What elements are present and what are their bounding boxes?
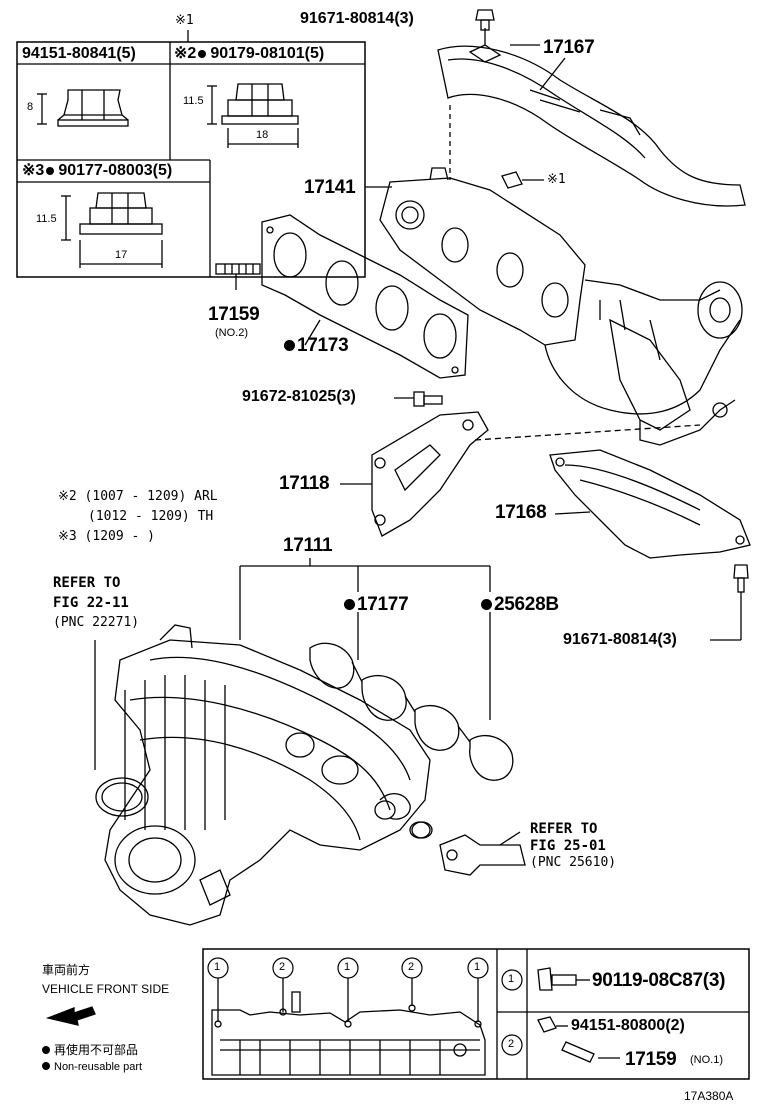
ref1-line-2: FIG 22-11 [53,595,129,611]
leader-17111 [239,558,491,720]
table-part-94151-80800: 94151-80800(2) [571,1017,685,1034]
box3-header: ※3 90177-08003(5) [22,163,172,179]
bolt-position-markers [207,957,523,1056]
non-reusable-icon [284,340,295,351]
front-arrow-icon [45,1006,96,1026]
box2-dim-height: 11.5 [183,95,204,107]
label-17159-note: (NO.2) [215,327,248,339]
label-17173-text: 17173 [297,335,349,356]
intake-manifold-17111-drawing [104,624,431,926]
label-17173: 17173 [284,335,349,356]
stud-icon-17159-no2 [215,263,261,290]
label-17177: 17177 [344,594,409,615]
non-reusable-icon [481,599,492,610]
legend-front-en: VEHICLE FRONT SIDE [42,982,170,996]
label-17159: 17159 [208,304,260,325]
position-marker-4: 2 [408,961,415,973]
label-mark1-nut: ※1 [547,172,566,187]
box2-part-number: 90179-08101(5) [210,45,325,62]
row-key-2: 2 [508,1038,515,1050]
non-reusable-icon [46,167,55,175]
figure-id: 17A380A [684,1089,734,1103]
bolt-icon-bottom-right [710,564,749,641]
box1-dim-height: 8 [27,101,34,113]
label-17168: 17168 [495,502,547,523]
bolt-icon-top [475,9,495,31]
ref1-line-1: REFER TO [53,575,121,591]
legend-nonreuse-jp: 再使用不可部品 [42,1044,138,1056]
label-17177-text: 17177 [357,594,409,615]
leader-17173 [304,319,321,346]
position-marker-2: 2 [279,961,286,973]
mark-1-top: ※1 [175,13,194,28]
label-91671-bottom: 91671-80814(3) [563,631,677,648]
label-91672: 91672-81025(3) [242,388,356,405]
nut-icon-90179-08101 [207,83,299,148]
box3-part-number: 90177-08003(5) [58,162,173,179]
label-25628b-text: 25628B [494,594,559,615]
gasket-17173-drawing [261,214,469,379]
note-line-2: (1012 - 1209) TH [88,509,214,524]
non-reusable-icon [344,599,355,610]
box2-header: ※2 90179-08101(5) [174,46,324,62]
box3-dim-width: 17 [115,249,128,261]
bracket-17118-drawing [340,411,489,537]
non-reusable-icon [198,50,207,58]
label-17141: 17141 [304,177,356,198]
label-25628b: 25628B [481,595,559,614]
box3-dim-height: 11.5 [36,213,57,225]
position-marker-1: 1 [214,961,221,973]
nut-icon-94151-80841 [37,89,129,127]
label-17111: 17111 [283,535,333,556]
label-leaders [365,44,566,188]
egr-pipe-ref-drawing [411,821,526,876]
legend-nonreuse-en-text: Non-reusable part [54,1061,143,1073]
position-marker-5: 1 [474,961,481,973]
label-17118: 17118 [279,473,330,494]
legend-front-jp: 車両前方 [42,963,91,977]
box3-mark: ※3 [22,162,45,179]
position-marker-3: 1 [344,961,351,973]
bolt-icon-90119 [537,967,577,991]
table-part-90119: 90119-08C87(3) [592,970,726,991]
table-part-17159-note: (NO.1) [690,1054,723,1066]
ref2-line-3: (PNC 25610) [530,855,617,870]
ref2-line-1: REFER TO [530,821,598,837]
non-reusable-icon [42,1062,50,1070]
legend-nonreuse-jp-text: 再使用不可部品 [54,1043,139,1057]
stud-icon-17159-no1 [561,1041,620,1063]
nut-icon-90177-08003 [61,192,163,268]
box2-dim-width: 18 [256,129,269,141]
heat-insulator-17167-drawing [437,28,746,207]
label-91671-top: 91671-80814(3) [300,10,414,27]
ref1-line-3: (PNC 22271) [53,615,140,630]
label-17167: 17167 [543,37,595,58]
legend-nonreuse-en: Non-reusable part [42,1062,142,1073]
heat-insulator-17168-drawing [549,449,751,559]
nut-icon-mark1 [501,171,544,189]
row-key-1: 1 [508,973,515,985]
note-line-1: ※2 (1007 - 1209) ARL [58,489,218,504]
gasket-17177-drawing [309,642,514,781]
box1-part-number: 94151-80841(5) [22,45,136,62]
bolt-layout-table [202,948,750,1080]
box2-mark: ※2 [174,45,197,62]
ref2-line-2: FIG 25-01 [530,838,606,854]
nut-icon-94151-80800 [537,1016,557,1033]
o-ring-drawing [94,640,149,817]
note-line-3: ※3 (1209 - ) [58,529,155,544]
bolt-icon-91672 [394,391,443,407]
exhaust-manifold-17141-drawing [379,167,743,446]
spec-box-group [16,30,366,278]
table-part-17159: 17159 [625,1049,677,1070]
non-reusable-icon [42,1046,50,1054]
